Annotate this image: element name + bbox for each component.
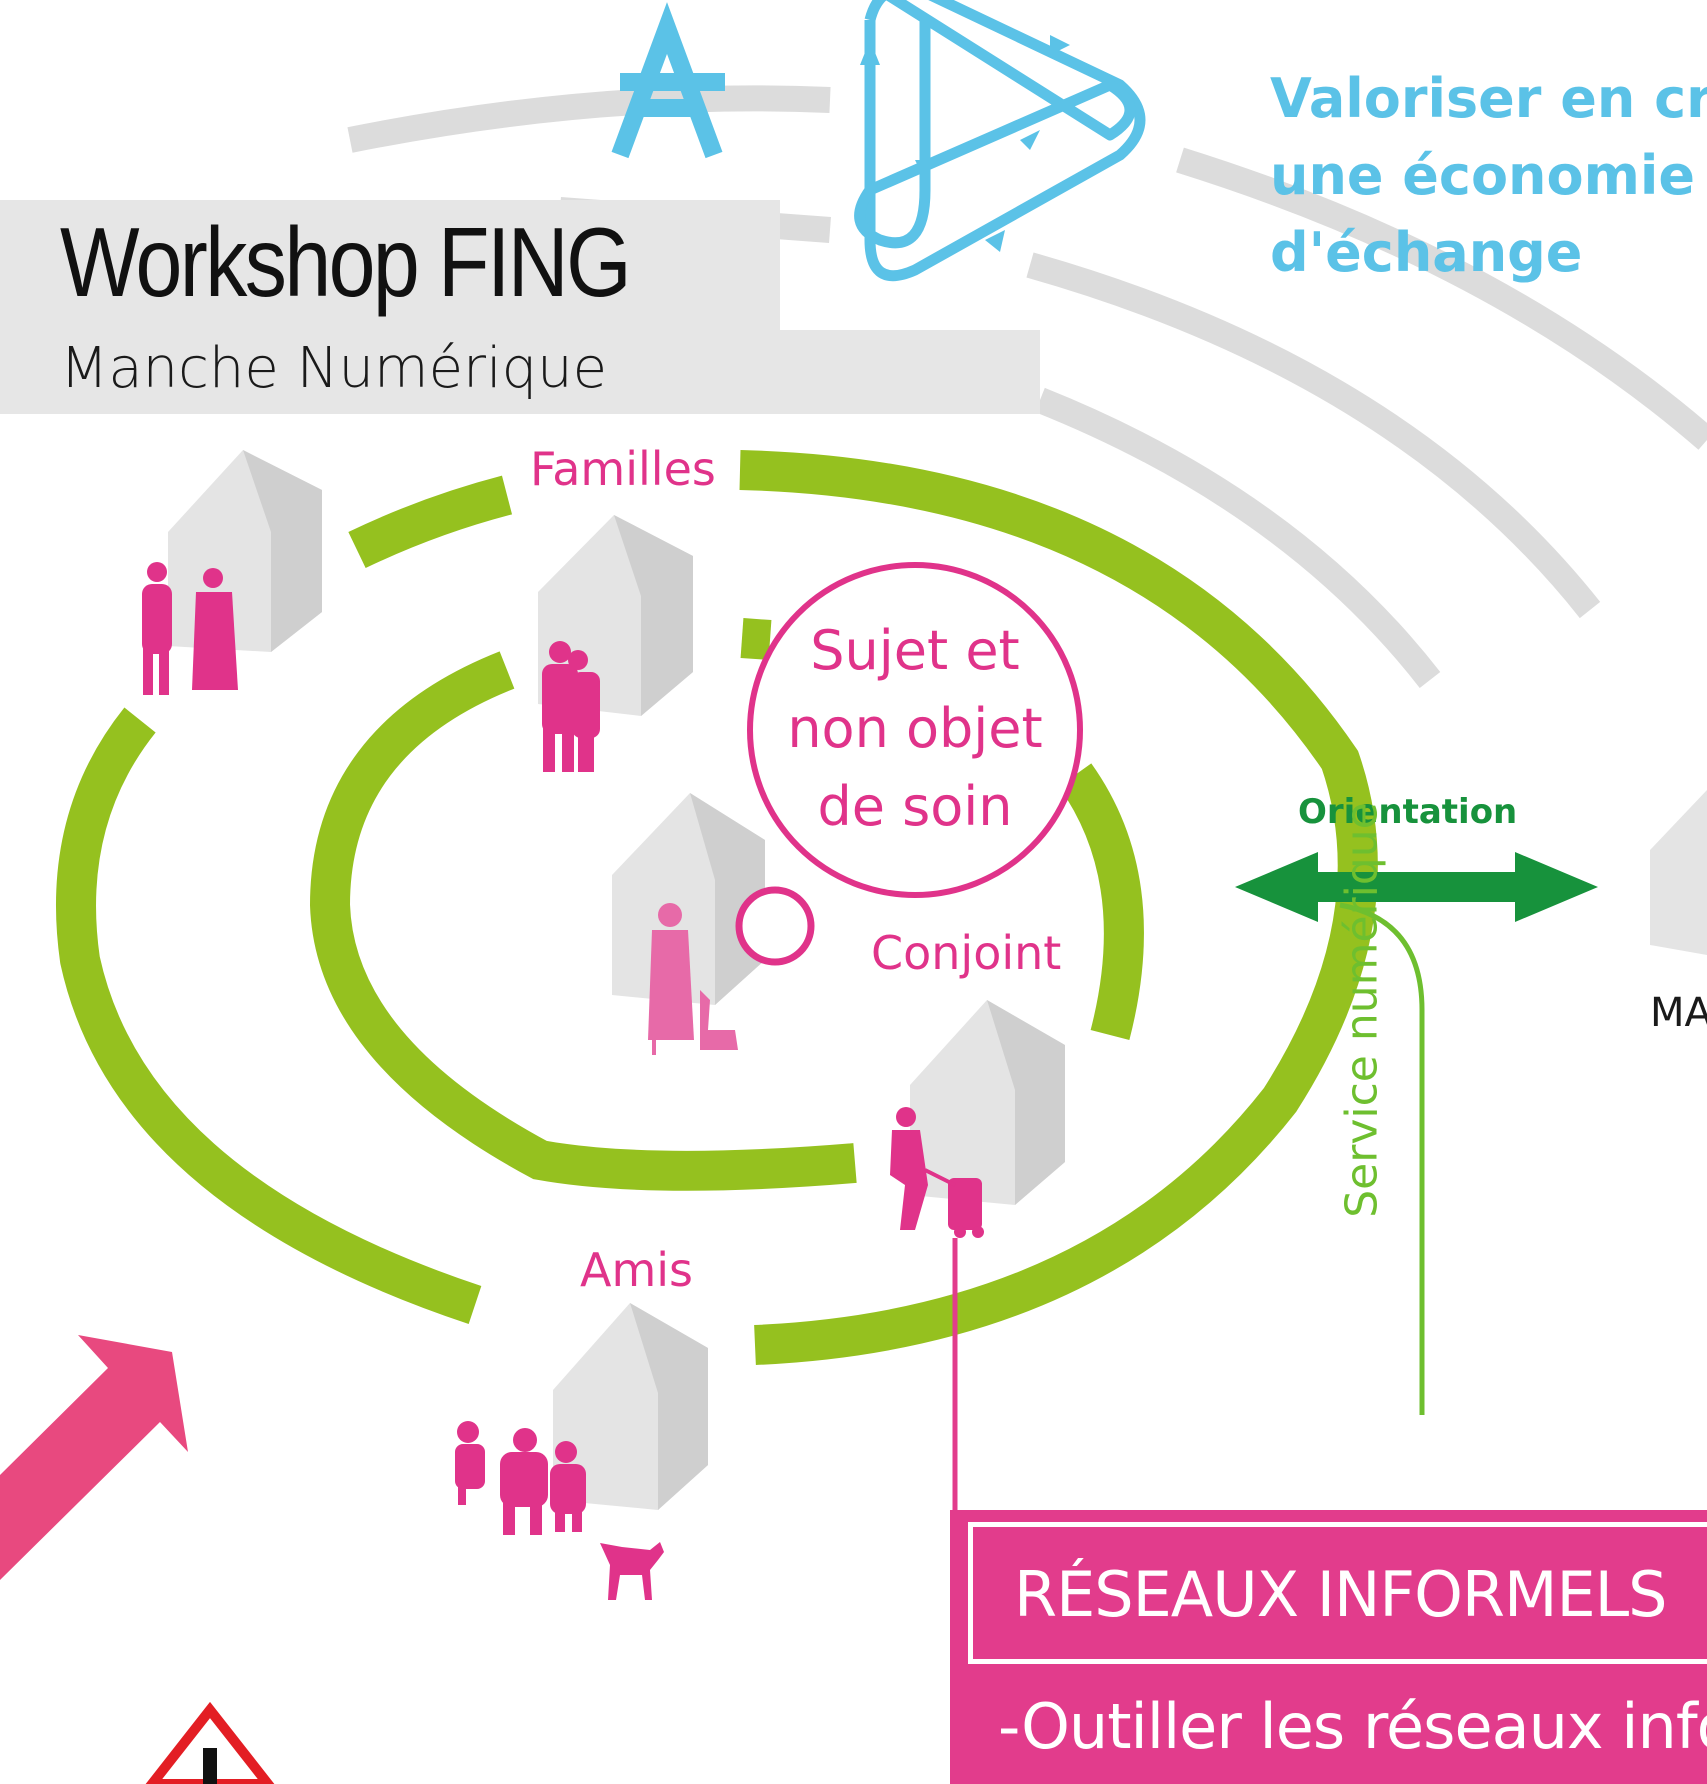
reseaux-title: RÉSEAUX INFORMELS bbox=[1014, 1558, 1668, 1631]
house-icon bbox=[168, 450, 322, 652]
house-icon bbox=[553, 1303, 708, 1510]
gray-arc-4 bbox=[1026, 252, 1601, 619]
small-thought-bubble bbox=[735, 886, 815, 966]
center-bubble bbox=[747, 562, 1083, 898]
diagonal-arrow-icon bbox=[0, 1335, 188, 1580]
conjoint-label: Conjoint bbox=[871, 926, 1062, 980]
valoriser-line-2: une économie bbox=[1270, 144, 1695, 207]
valoriser-line-3: d'échange bbox=[1270, 221, 1583, 284]
amis-label: Amis bbox=[580, 1243, 694, 1297]
center-bubble-text: Sujet et non objet de soin bbox=[760, 612, 1070, 846]
page-title: Workshop FING bbox=[60, 207, 632, 317]
gray-arc-1 bbox=[347, 85, 831, 153]
gray-arc-5 bbox=[1035, 387, 1441, 688]
inner-ring-segment-right bbox=[1058, 763, 1144, 1040]
valoriser-text: Valoriser en cré une économie d'échange bbox=[1270, 60, 1707, 291]
reseaux-title-frame bbox=[968, 1522, 1707, 1664]
dog-silhouette bbox=[600, 1542, 664, 1600]
center-bubble-line-2: non objet bbox=[787, 697, 1043, 760]
triangle-loop-icon bbox=[854, 0, 1146, 282]
inner-ring-segment-top bbox=[740, 618, 772, 660]
outer-ring-segment-left-top bbox=[348, 475, 513, 569]
house-icon bbox=[1650, 790, 1707, 955]
reseaux-informels-box bbox=[950, 1510, 1707, 1784]
elderly-person-with-dog bbox=[648, 903, 738, 1055]
right-partial-label: MA bbox=[1650, 990, 1707, 1036]
reseaux-text: -Outiller les réseaux info bbox=[998, 1690, 1707, 1763]
orientation-label: Orientation bbox=[1298, 792, 1518, 832]
house-icon bbox=[910, 1000, 1065, 1205]
gray-arc-3 bbox=[1176, 147, 1707, 450]
couple-silhouette bbox=[142, 562, 238, 695]
page-subtitle: Manche Numérique bbox=[60, 336, 608, 401]
service-numerique-label: Service numérique bbox=[1336, 802, 1388, 1218]
letter-a-icon bbox=[611, 2, 725, 159]
familles-label: Familles bbox=[530, 442, 716, 496]
center-bubble-line-1: Sujet et bbox=[810, 619, 1020, 682]
person-with-cart bbox=[890, 1107, 984, 1238]
service-connector-line bbox=[1339, 902, 1425, 1415]
warning-sign-icon bbox=[145, 1701, 275, 1784]
center-bubble-line-3: de soin bbox=[817, 775, 1013, 838]
valoriser-line-1: Valoriser en cré bbox=[1270, 67, 1707, 130]
friends-group-silhouette bbox=[455, 1421, 586, 1535]
inner-ring-segment-left bbox=[309, 651, 857, 1191]
double-arrow-icon bbox=[1235, 852, 1598, 922]
outer-ring-segment-left bbox=[56, 707, 482, 1324]
subtitle-band bbox=[0, 330, 1040, 414]
couple-silhouette bbox=[542, 641, 600, 772]
title-band bbox=[0, 200, 780, 330]
